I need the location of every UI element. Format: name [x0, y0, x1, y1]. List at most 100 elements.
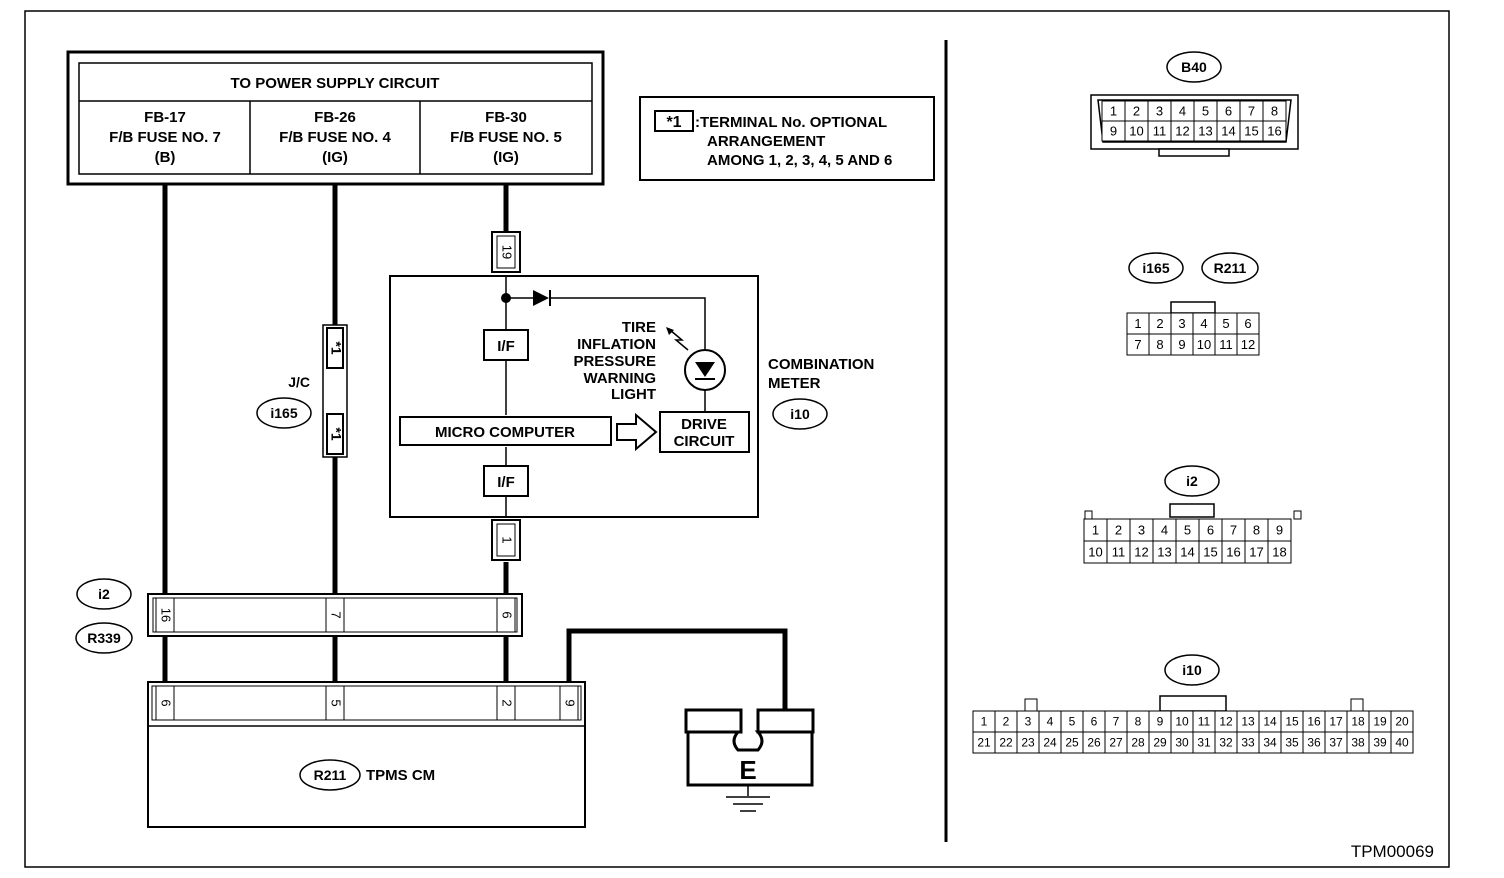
meter-label-1: COMBINATION [768, 356, 874, 373]
pin-number: 1 [981, 715, 988, 729]
pin-number: 19 [1373, 715, 1387, 729]
i2-view-label: i2 [1186, 473, 1198, 489]
meter-connector-id: i10 [790, 406, 810, 422]
pin-number: 40 [1395, 736, 1409, 750]
pin-number: 4 [1179, 103, 1186, 118]
pin-number: 32 [1219, 736, 1233, 750]
pin-number: 10 [1129, 123, 1143, 138]
pin-number: 2 [1115, 522, 1122, 537]
pin-number: 14 [1180, 544, 1194, 559]
pin-number: 2 [1133, 103, 1140, 118]
pin-number: 15 [1203, 544, 1217, 559]
power-supply-box: TO POWER SUPPLY CIRCUIT FB-17 F/B FUSE N… [66, 50, 605, 186]
warning-light-icon [666, 327, 726, 412]
fuse-code: FB-30 [485, 109, 527, 126]
warning-light-label-1: TIRE [622, 319, 656, 336]
pin-number: 4 [1047, 715, 1054, 729]
drive-circuit-label-1: DRIVE [681, 416, 727, 433]
pin-number: 12 [1241, 337, 1255, 352]
pin-number: 36 [1307, 736, 1321, 750]
pin-number: 16 [1307, 715, 1321, 729]
pin-number: 5 [1222, 316, 1229, 331]
pin-number: 20 [1395, 715, 1409, 729]
warning-light-label-5: LIGHT [611, 386, 656, 403]
fuse-fb17: FB-17 F/B FUSE NO. 7 (B) [109, 109, 221, 166]
junction-label: J/C [288, 374, 310, 390]
pin-number: 7 [1230, 522, 1237, 537]
pin-number: 9 [1157, 715, 1164, 729]
warning-light-label-4: WARNING [584, 370, 657, 387]
pin-cell [1262, 120, 1287, 142]
pin-number: 14 [1263, 715, 1277, 729]
pin-number: 6 [1244, 316, 1251, 331]
pin-number: 10 [1197, 337, 1211, 352]
pin-number: 9 [1276, 522, 1283, 537]
pin-number: 1 [1110, 103, 1117, 118]
intermediate-connector: 16 7 6 i2 R339 [75, 578, 523, 654]
pin-number: 35 [1285, 736, 1299, 750]
power-supply-title: TO POWER SUPPLY CIRCUIT [231, 75, 440, 92]
tpms-pin: 6 [159, 699, 174, 706]
pin-number: 28 [1131, 736, 1145, 750]
intermediate-pin: 16 [159, 608, 174, 622]
pin-number: 6 [1091, 715, 1098, 729]
diode-icon [533, 290, 549, 306]
meter-pin-bottom: 1 [500, 536, 515, 543]
ground-label: E [739, 755, 756, 785]
pin-number: 15 [1285, 715, 1299, 729]
tpms-pin: 9 [563, 699, 578, 706]
if-bottom-label: I/F [497, 474, 515, 491]
junction-connector-id: i165 [270, 405, 297, 421]
pin-number: 8 [1156, 337, 1163, 352]
fuse-fb30: FB-30 F/B FUSE NO. 5 (IG) [450, 109, 562, 166]
fuse-name: F/B FUSE NO. 5 [450, 129, 562, 146]
pin-number: 3 [1178, 316, 1185, 331]
pin-number: 38 [1351, 736, 1365, 750]
pin-number: 4 [1200, 316, 1207, 331]
pin-number: 29 [1153, 736, 1167, 750]
micro-computer-label: MICRO COMPUTER [435, 424, 575, 441]
arrow-icon [616, 412, 658, 452]
pin-number: 23 [1021, 736, 1035, 750]
wire-ground [566, 628, 788, 712]
pin-number: 26 [1087, 736, 1101, 750]
tpms-pin: 2 [500, 699, 515, 706]
pin-number: 1 [1134, 316, 1141, 331]
pin-number: 7 [1113, 715, 1120, 729]
note-line-3: AMONG 1, 2, 3, 4, 5 AND 6 [707, 152, 892, 169]
ground-icon [686, 730, 814, 787]
pin-number: 13 [1198, 123, 1212, 138]
pin-number: 34 [1263, 736, 1277, 750]
pin-number: 12 [1219, 715, 1233, 729]
pin-number: 14 [1221, 123, 1235, 138]
pin-number: 3 [1138, 522, 1145, 537]
tpms-label: TPMS CM [366, 767, 435, 784]
tpms-pin: 5 [329, 699, 344, 706]
fuse-code: FB-17 [144, 109, 186, 126]
pin-number: 9 [1110, 123, 1117, 138]
pin-number: 17 [1329, 715, 1343, 729]
pin-number: 15 [1244, 123, 1258, 138]
junction-terminal-bottom: *1 [328, 427, 344, 440]
pin-number: 12 [1134, 544, 1148, 559]
tpms-control-module: 6 5 2 9 R211 TPMS CM [147, 681, 586, 828]
pin-number: 39 [1373, 736, 1387, 750]
i165-view-label: i165 [1142, 260, 1169, 276]
intermediate-label-i2: i2 [98, 586, 110, 602]
pin-number: 27 [1109, 736, 1123, 750]
meter-label-2: METER [768, 375, 821, 392]
pin-number: 5 [1184, 522, 1191, 537]
outer-frame [24, 10, 1450, 868]
pin-number: 3 [1156, 103, 1163, 118]
pin-number: 24 [1043, 736, 1057, 750]
pin-number: 11 [1112, 544, 1126, 559]
pin-cell [1390, 731, 1414, 754]
combination-meter: 19 1 TIRE INFLATION PRESSURE WARNING LIG… [389, 231, 874, 561]
drive-circuit-label-2: CIRCUIT [674, 433, 735, 450]
pin-number: 4 [1161, 522, 1168, 537]
pin-number: 5 [1202, 103, 1209, 118]
pin-number: 11 [1219, 337, 1233, 352]
